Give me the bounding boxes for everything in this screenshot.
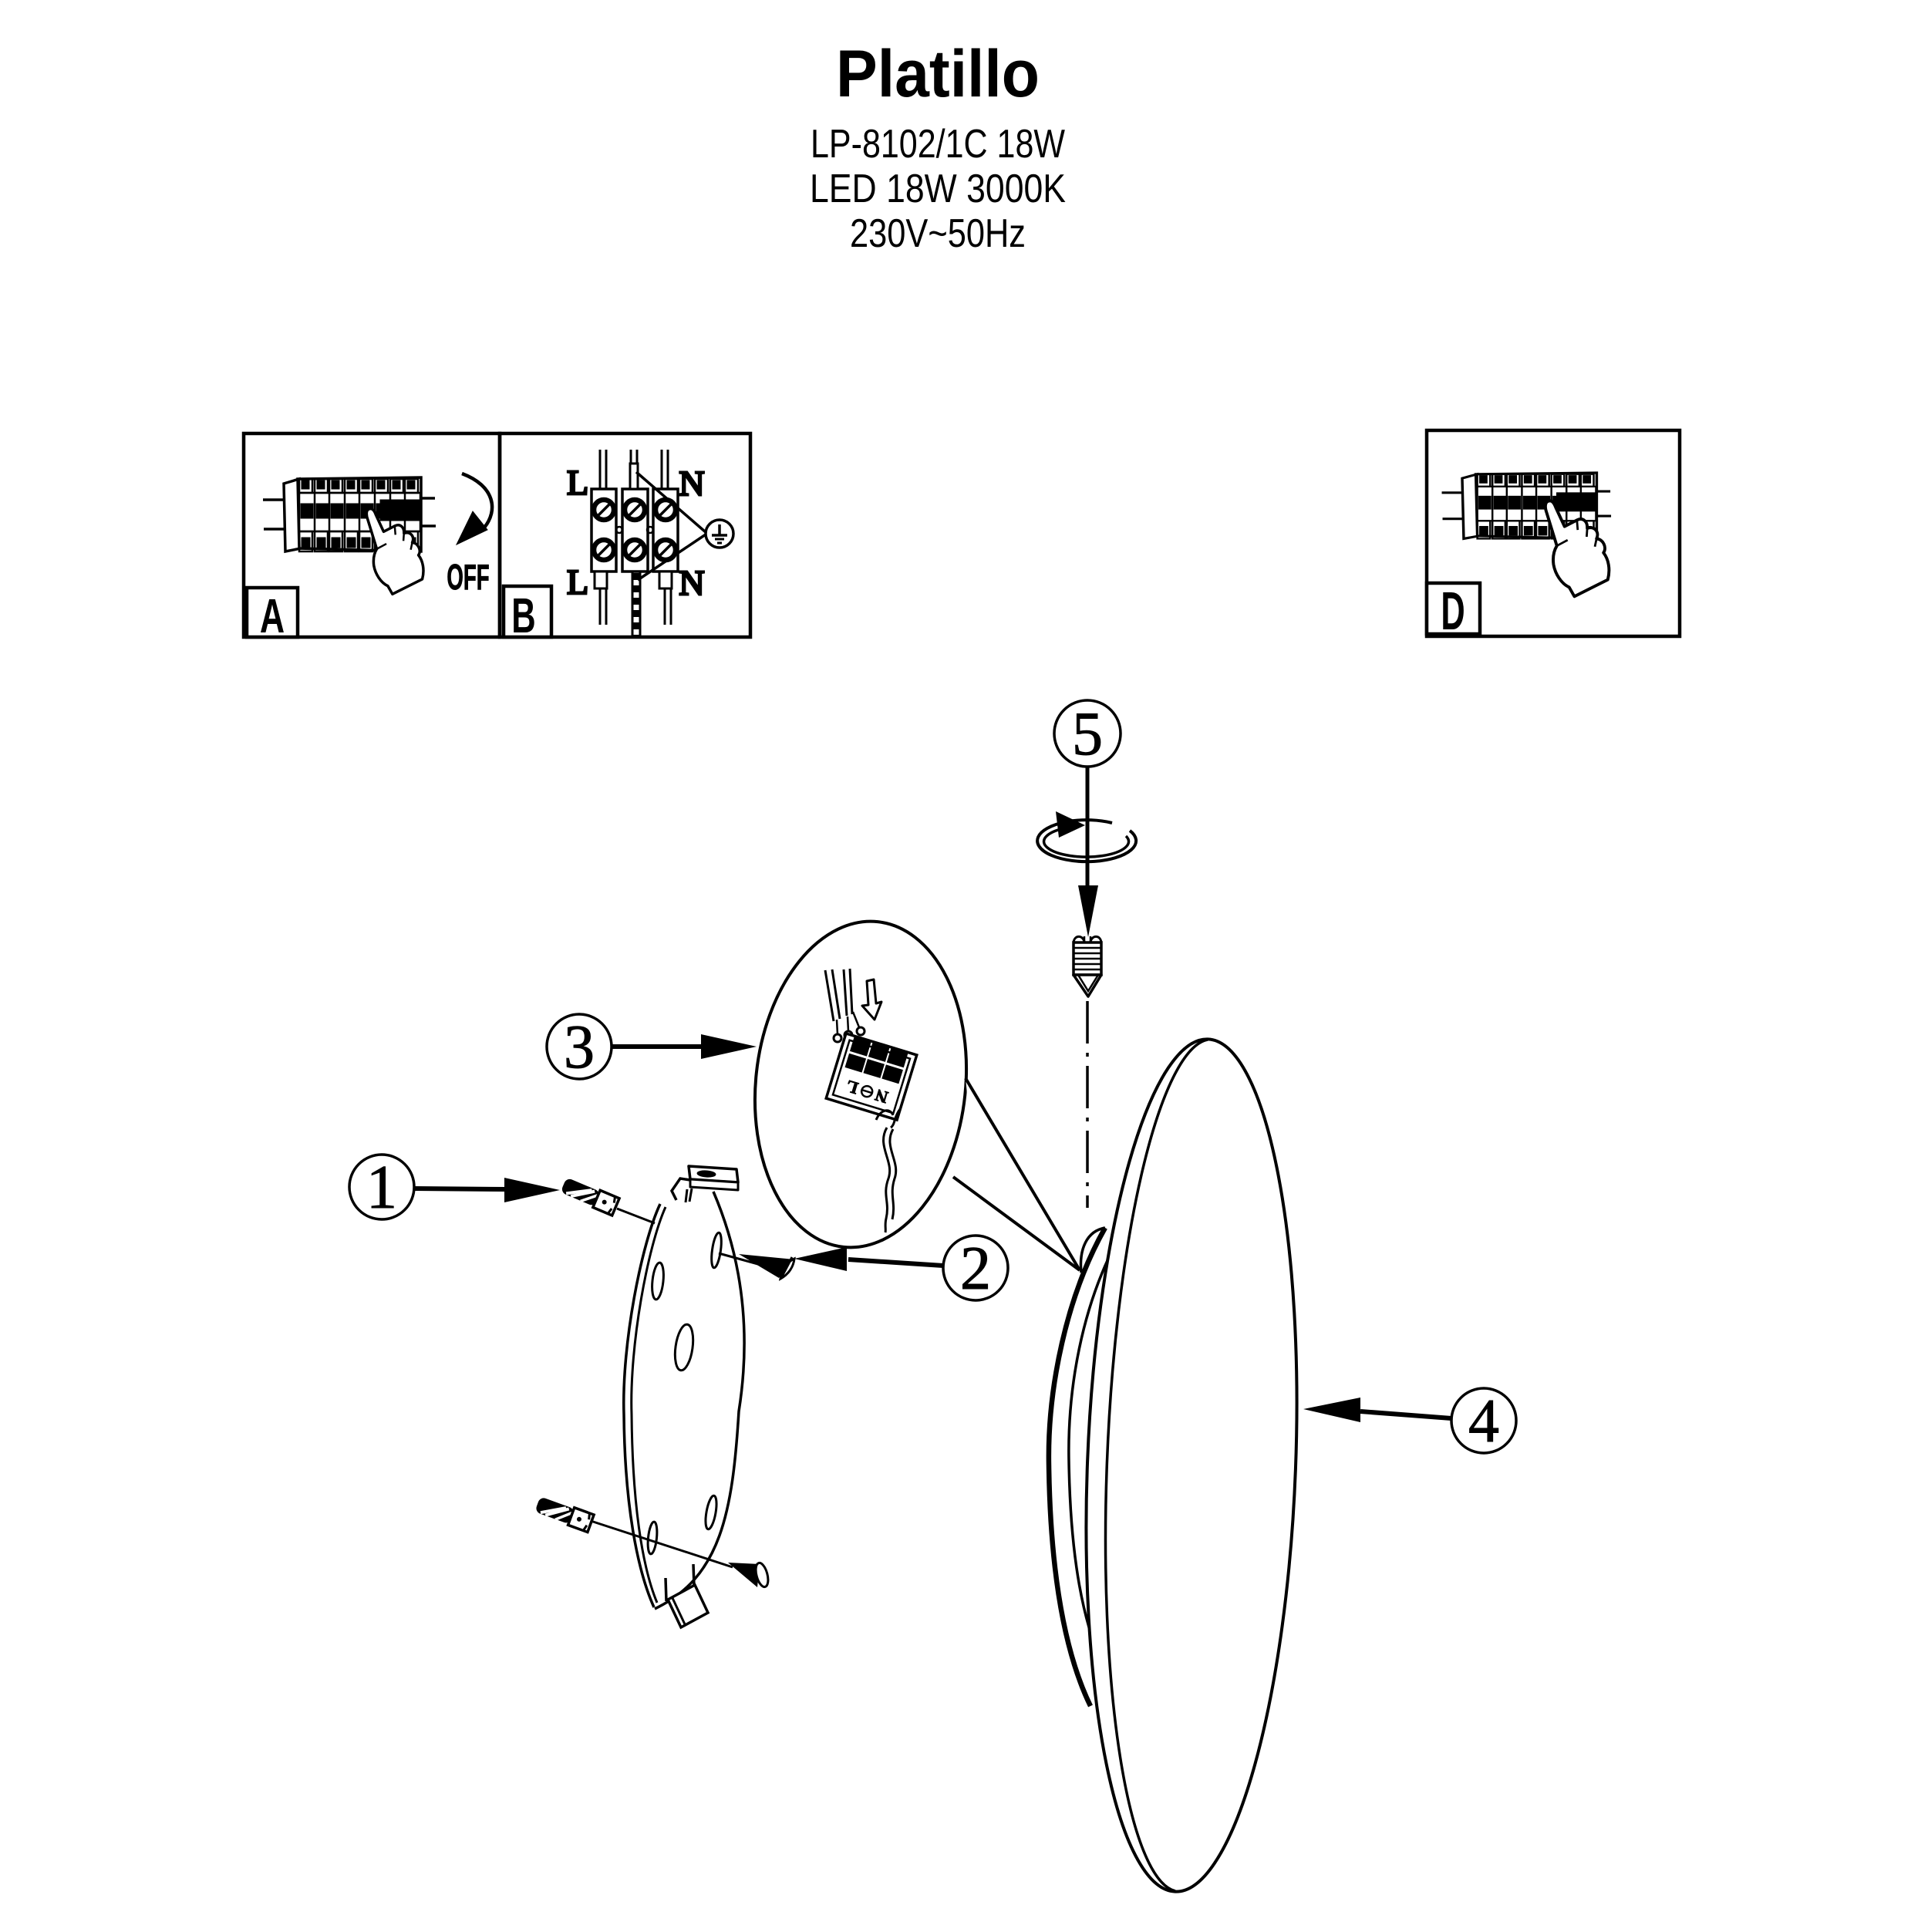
svg-text:L: L: [567, 463, 588, 502]
svg-text:4: 4: [1468, 1387, 1499, 1455]
svg-text:N: N: [679, 563, 704, 602]
svg-text:OFF: OFF: [447, 558, 489, 598]
svg-text:2: 2: [960, 1235, 991, 1303]
svg-text:N: N: [873, 1085, 891, 1108]
svg-text:L: L: [567, 562, 588, 602]
svg-text:A: A: [260, 590, 285, 643]
svg-text:LED 18W 3000K: LED 18W 3000K: [810, 167, 1066, 211]
svg-text:Platillo: Platillo: [836, 37, 1040, 111]
svg-text:N: N: [679, 464, 704, 503]
svg-text:5: 5: [1072, 700, 1103, 768]
svg-text:3: 3: [564, 1013, 595, 1081]
svg-text:LP-8102/1C 18W: LP-8102/1C 18W: [811, 122, 1065, 167]
svg-text:D: D: [1441, 581, 1465, 641]
svg-text:230V~50Hz: 230V~50Hz: [850, 211, 1026, 256]
svg-text:B: B: [511, 588, 535, 644]
svg-text:1: 1: [366, 1154, 397, 1222]
